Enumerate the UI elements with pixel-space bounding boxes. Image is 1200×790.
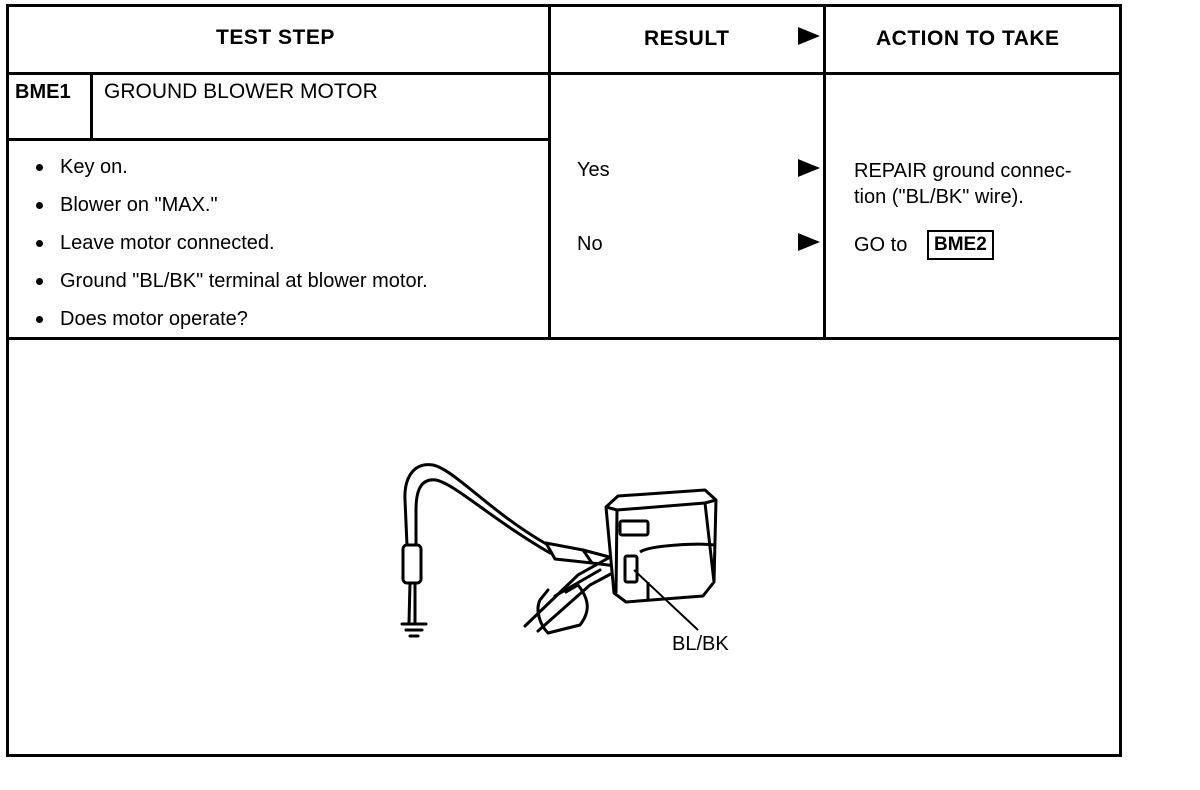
header-test-step: TEST STEP xyxy=(216,26,335,49)
column-divider-1 xyxy=(548,4,551,340)
bullet-icon xyxy=(36,316,43,323)
harness-wires xyxy=(523,554,624,635)
instruction-item: Key on. xyxy=(60,156,128,178)
instruction-item: Does motor operate? xyxy=(60,308,248,330)
header-action-to-take: ACTION TO TAKE xyxy=(876,27,1060,50)
table-frame xyxy=(6,4,1122,757)
instruction-item: Leave motor connected. xyxy=(60,232,275,254)
result-arrow-icon xyxy=(798,159,820,177)
step-title: GROUND BLOWER MOTOR xyxy=(104,80,378,103)
result-no: No xyxy=(577,233,603,255)
step-reference-bme2[interactable]: BME2 xyxy=(927,230,994,260)
bullet-icon xyxy=(36,164,43,171)
bullet-icon xyxy=(36,278,43,285)
wire-label-bl-bk: BL/BK xyxy=(672,633,729,655)
step-id-divider xyxy=(90,72,93,140)
step-id: BME1 xyxy=(15,81,71,103)
action-repair-line-2: tion ("BL/BK" wire). xyxy=(854,186,1024,208)
action-go-to: GO to xyxy=(854,234,908,256)
ground-symbol-icon xyxy=(400,622,428,638)
step-title-divider xyxy=(6,138,551,141)
header-result: RESULT xyxy=(644,27,730,50)
connector-icon xyxy=(604,488,718,604)
jumper-wire-icon xyxy=(401,463,634,624)
bullet-icon xyxy=(36,202,43,209)
instruction-item: Blower on "MAX." xyxy=(60,194,218,216)
column-divider-2 xyxy=(823,4,826,340)
action-repair-line-1: REPAIR ground connec- xyxy=(854,160,1072,182)
diagram-divider xyxy=(6,337,1120,340)
header-divider xyxy=(6,72,1120,75)
result-yes: Yes xyxy=(577,159,610,181)
result-arrow-icon xyxy=(798,233,820,251)
wire-label-leader xyxy=(633,569,699,631)
instruction-item: Ground "BL/BK" terminal at blower motor. xyxy=(60,270,428,292)
bullet-icon xyxy=(36,240,43,247)
header-arrow-icon xyxy=(798,27,820,45)
